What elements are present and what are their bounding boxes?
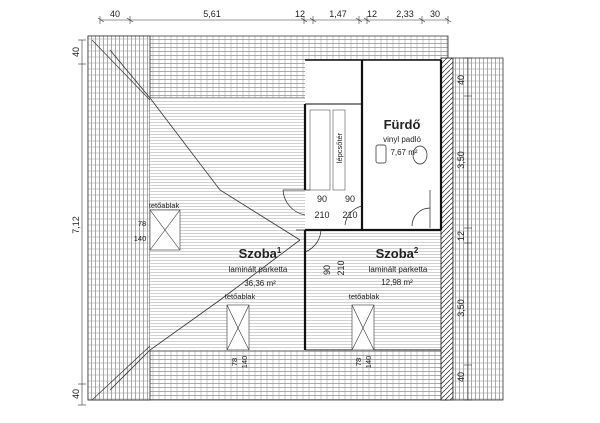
door-d3 bbox=[296, 229, 322, 253]
skylight-bottom-right bbox=[351, 304, 375, 351]
dim-top-4: 12 bbox=[367, 9, 377, 19]
walls bbox=[303, 59, 443, 351]
skylight-bottom-left-width: 78 bbox=[230, 358, 239, 366]
room-szoba2-area: 12,98 m² bbox=[381, 278, 413, 287]
dim-top-5: 2,33 bbox=[396, 9, 414, 19]
skylight-bottom-left-height: 140 bbox=[240, 356, 249, 369]
dim-left-bottom: 40 bbox=[71, 389, 81, 399]
skylight-bottom-right-height: 140 bbox=[364, 356, 373, 369]
right-roof bbox=[452, 57, 504, 401]
stair-label: lépcsőtér bbox=[335, 132, 344, 163]
skylight-left bbox=[149, 209, 181, 251]
dim-right-3: 3,50 bbox=[456, 299, 466, 317]
bathroom-fixture bbox=[375, 144, 431, 228]
door-d3-width: 90 bbox=[322, 265, 332, 275]
room-furdo-area: 7,67 m² bbox=[390, 148, 417, 157]
door-d2 bbox=[344, 205, 363, 226]
skylight-bottom-left bbox=[226, 304, 250, 351]
room-szoba1-area: 36,36 m² bbox=[244, 279, 276, 288]
room-furdo-floor: vinyl padló bbox=[383, 135, 421, 144]
dim-left-top: 40 bbox=[71, 47, 81, 57]
door-d1 bbox=[282, 189, 310, 216]
dim-left-middle: 7,12 bbox=[71, 216, 81, 234]
door-d1-height: 210 bbox=[314, 210, 329, 220]
skylight-left-label: tetőablak bbox=[149, 201, 180, 210]
stair bbox=[309, 109, 346, 191]
room-szoba2-name: Szoba2 bbox=[376, 246, 419, 261]
dim-top-3: 1,47 bbox=[329, 9, 347, 19]
room-furdo-name: Fürdő bbox=[384, 117, 421, 132]
room-szoba2-floor: laminált parketta bbox=[369, 265, 428, 274]
left-dimension-line bbox=[78, 39, 86, 406]
skylight-bottom-left-label: tetőablak bbox=[225, 292, 256, 301]
door-d2-width: 90 bbox=[345, 194, 355, 204]
room-szoba1-name: Szoba1 bbox=[239, 246, 282, 261]
skylight-bottom-right-width: 78 bbox=[354, 358, 363, 366]
hip-lines bbox=[109, 49, 301, 391]
skylight-left-height: 140 bbox=[134, 234, 147, 243]
door-d2-height: 210 bbox=[342, 210, 357, 220]
room-szoba1-floor: laminált parketta bbox=[229, 265, 288, 274]
dim-right-2: 12 bbox=[456, 231, 466, 241]
dim-right-0: 40 bbox=[456, 75, 466, 85]
dim-top-6: 30 bbox=[430, 9, 440, 19]
right-wall bbox=[440, 57, 454, 401]
door-d1-width: 90 bbox=[317, 194, 327, 204]
right-dimension-line bbox=[464, 57, 472, 401]
door-d3-height: 210 bbox=[336, 260, 346, 275]
dim-right-1: 3,50 bbox=[456, 151, 466, 169]
skylight-bottom-right-label: tetőablak bbox=[349, 292, 380, 301]
dim-right-4: 40 bbox=[456, 372, 466, 382]
dim-top-2: 12 bbox=[295, 9, 305, 19]
dim-top-1: 5,61 bbox=[203, 9, 221, 19]
top-dimension-line bbox=[97, 16, 452, 24]
dim-top-0: 40 bbox=[110, 9, 120, 19]
skylight-left-width: 78 bbox=[138, 219, 146, 228]
